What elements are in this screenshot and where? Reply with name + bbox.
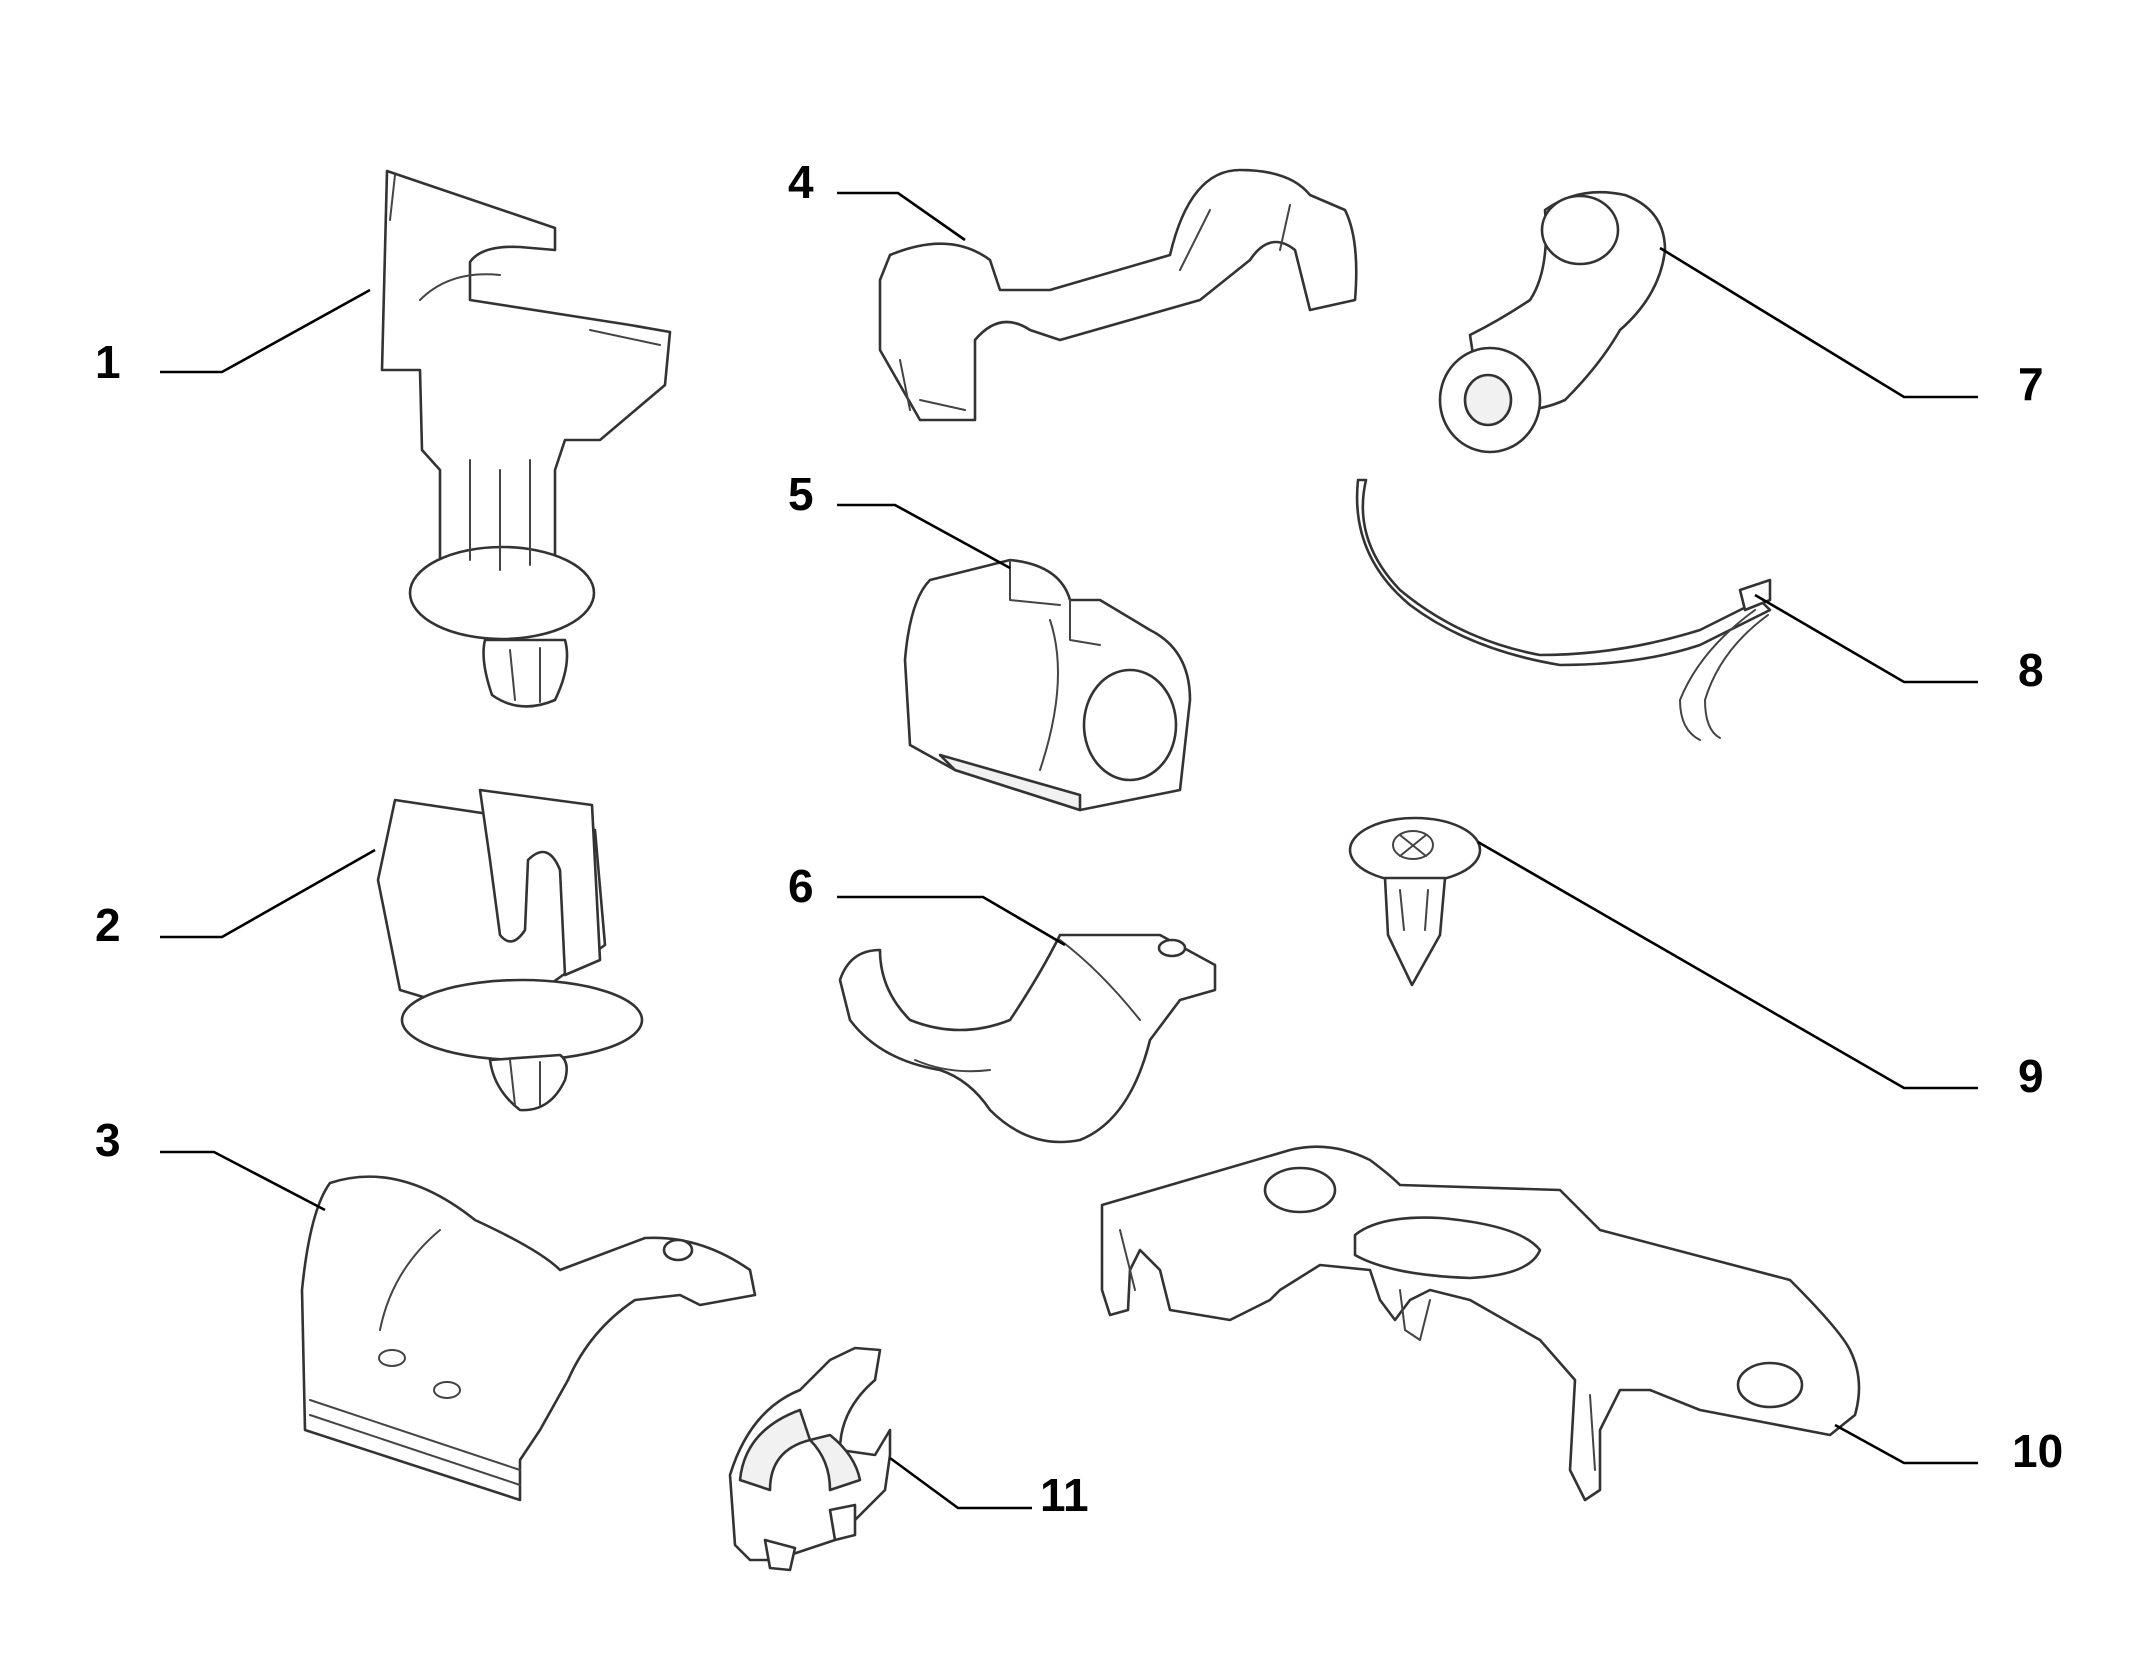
part-9-push-rivet xyxy=(1348,816,1482,987)
leader-6 xyxy=(837,895,1066,947)
leader-7 xyxy=(1659,246,1978,399)
part-11-double-holder xyxy=(728,1346,892,1572)
callout-1: 1 xyxy=(95,336,121,388)
part-6-hook-clamp xyxy=(838,933,1217,1144)
leader-3 xyxy=(160,1150,326,1212)
callout-5: 5 xyxy=(788,468,814,520)
callout-3: 3 xyxy=(95,1114,121,1166)
callout-8: 8 xyxy=(2018,644,2044,696)
part-4-double-clamp xyxy=(878,168,1358,422)
part-10-mount-bracket xyxy=(1100,1145,1861,1502)
callout-11: 11 xyxy=(1040,1469,1089,1521)
leader-8 xyxy=(1754,593,1978,684)
leader-11 xyxy=(889,1456,1032,1510)
leader-4 xyxy=(837,191,966,242)
callout-2: 2 xyxy=(95,899,121,951)
callout-7: 7 xyxy=(2018,358,2044,410)
leader-2 xyxy=(160,848,376,939)
part-7-elbow-grommet xyxy=(1438,190,1667,454)
callout-labels: 1 2 3 4 5 6 7 8 9 10 11 xyxy=(95,156,2063,1521)
part-2-push-clip xyxy=(376,788,644,1112)
part-1-pin-clip xyxy=(380,169,672,708)
leader-lines xyxy=(160,191,1978,1510)
leader-9 xyxy=(1477,840,1978,1090)
leader-10 xyxy=(1834,1423,1978,1465)
part-5-cap-clip xyxy=(903,558,1192,812)
part-8-cable-tie xyxy=(1355,478,1772,741)
leader-5 xyxy=(837,503,1011,570)
callout-10: 10 xyxy=(2012,1425,2063,1477)
callout-4: 4 xyxy=(788,156,814,208)
callout-6: 6 xyxy=(788,860,814,912)
callout-9: 9 xyxy=(2018,1050,2044,1102)
leader-1 xyxy=(160,288,371,374)
part-3-saddle-bracket xyxy=(300,1175,757,1502)
